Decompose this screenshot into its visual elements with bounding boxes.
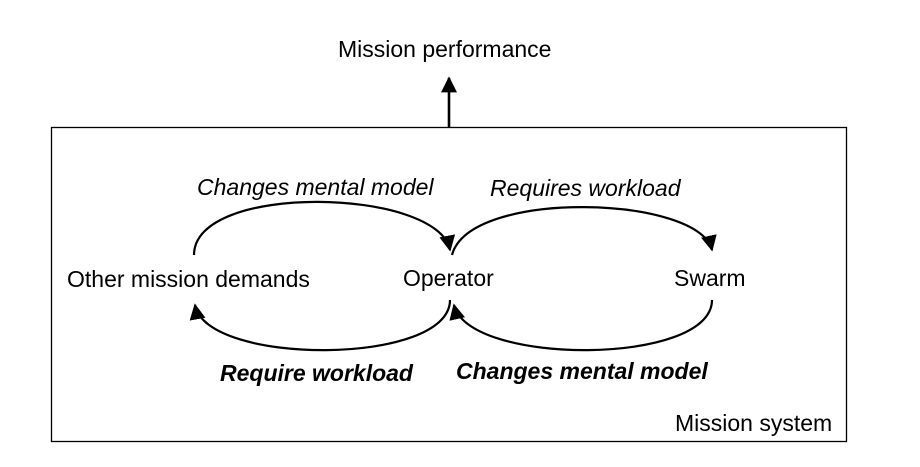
edge-label-operator-to-other: Require workload bbox=[220, 360, 413, 386]
node-other-mission-demands: Other mission demands bbox=[67, 266, 310, 292]
node-swarm: Swarm bbox=[674, 265, 746, 291]
arc-operator-to-swarm bbox=[450, 206, 717, 256]
mission-system-label: Mission system bbox=[675, 410, 833, 436]
mission-performance-label: Mission performance bbox=[338, 36, 552, 62]
edge-label-operator-to-swarm: Requires workload bbox=[490, 175, 681, 201]
node-operator: Operator bbox=[403, 265, 494, 291]
arc-operator-to-other bbox=[189, 299, 452, 352]
edge-label-other-to-operator: Changes mental model bbox=[197, 174, 434, 200]
edge-label-swarm-to-operator: Changes mental model bbox=[456, 358, 708, 384]
arc-other-to-operator bbox=[192, 200, 456, 256]
mission-system-box bbox=[50, 126, 848, 443]
arc-swarm-to-operator bbox=[449, 299, 714, 352]
